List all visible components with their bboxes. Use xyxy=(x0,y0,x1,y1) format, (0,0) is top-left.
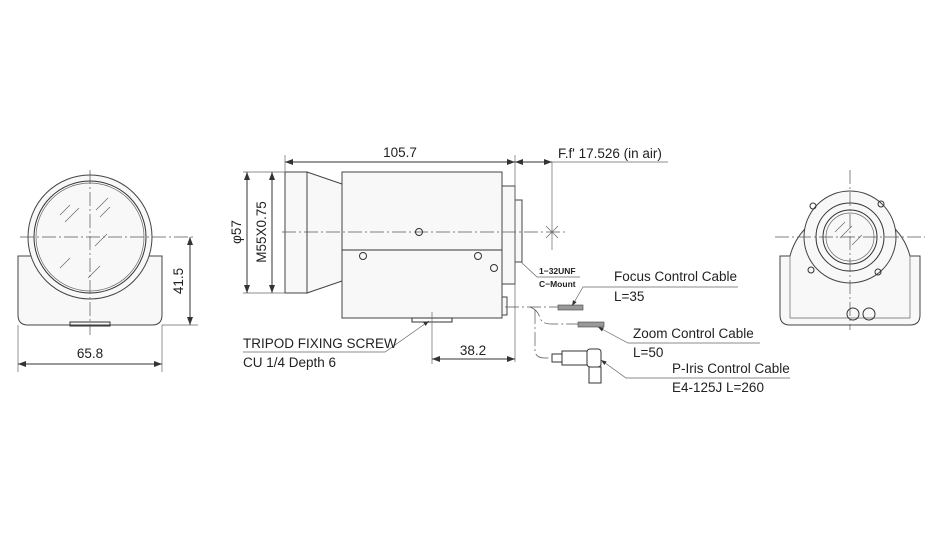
iris-connector xyxy=(551,348,602,384)
zoom-cable-length: L=50 xyxy=(633,345,663,360)
zoom-cable-connector xyxy=(577,321,605,328)
cables: Focus Control Cable L=35 Zoom Control Ca… xyxy=(505,269,790,395)
focus-cable-connector xyxy=(557,304,584,311)
tripod-offset-dimension: 38.2 xyxy=(460,343,486,358)
diameter-dimension: φ57 xyxy=(229,220,244,244)
iris-cable-label: P-Iris Control Cable xyxy=(672,361,790,376)
flange-focal-dimension: F.f' 17.526 (in air) xyxy=(558,146,662,161)
screw-icon xyxy=(359,228,498,272)
side-view: 105.7 F.f' 17.526 (in air) φ57 M55X0.75 … xyxy=(229,145,668,370)
length-dimension: 105.7 xyxy=(383,145,417,160)
height-dimension: 41.5 xyxy=(171,268,186,294)
tripod-spec: CU 1/4 Depth 6 xyxy=(243,355,336,370)
rear-view xyxy=(775,170,925,330)
mount-thread-label: 1−32UNF xyxy=(539,266,576,276)
focus-cable-label: Focus Control Cable xyxy=(614,269,737,284)
focus-cable-length: L=35 xyxy=(614,289,644,304)
width-dimension: 65.8 xyxy=(77,346,103,361)
iris-cable-length: E4-125J L=260 xyxy=(672,380,764,395)
mount-type-label: C−Mount xyxy=(539,279,576,289)
front-view: 65.8 41.5 xyxy=(17,170,198,372)
filter-thread-dimension: M55X0.75 xyxy=(254,201,269,263)
zoom-cable-label: Zoom Control Cable xyxy=(633,326,754,341)
tripod-label: TRIPOD FIXING SCREW xyxy=(243,336,397,351)
